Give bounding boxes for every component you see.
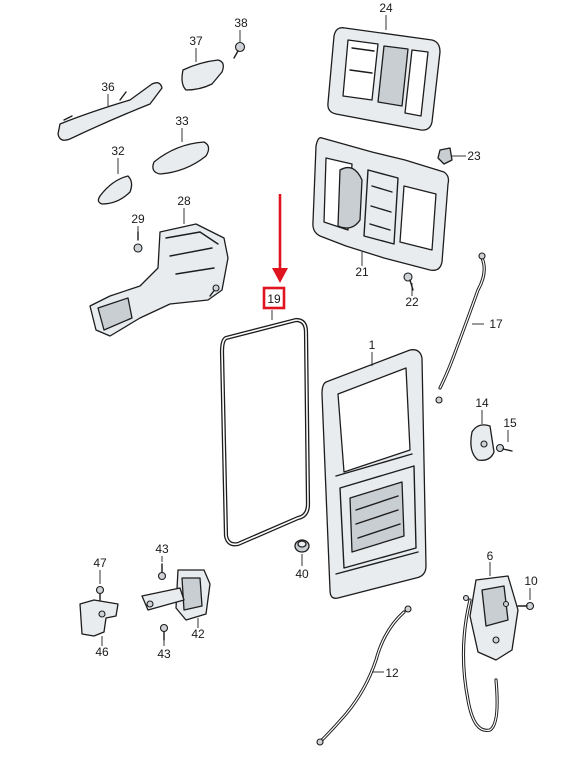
label-40: 40 xyxy=(295,567,309,581)
callout-labels: 24 38 37 36 33 23 32 28 29 21 19 22 17 1… xyxy=(93,1,538,680)
part-43-screw-lower[interactable] xyxy=(159,623,169,641)
part-36-outer-handle[interactable] xyxy=(57,82,163,141)
label-23: 23 xyxy=(467,149,481,163)
part-19-door-seal[interactable] xyxy=(219,317,311,547)
part-6-door-lock[interactable] xyxy=(461,575,519,732)
part-10-screw[interactable] xyxy=(517,601,535,611)
part-40-grommet[interactable] xyxy=(294,539,310,553)
part-23-clip[interactable] xyxy=(437,147,453,165)
highlight-arrow xyxy=(272,194,288,283)
part-32-cover[interactable] xyxy=(97,175,133,205)
label-22: 22 xyxy=(405,295,419,309)
label-32: 32 xyxy=(111,144,125,158)
part-12-cable[interactable] xyxy=(316,605,412,746)
label-33: 33 xyxy=(175,114,189,128)
part-43-screw-upper[interactable] xyxy=(157,563,167,581)
label-1: 1 xyxy=(369,338,376,352)
part-14-striker[interactable] xyxy=(470,424,495,461)
label-15: 15 xyxy=(503,416,517,430)
part-28-handle-carrier[interactable] xyxy=(89,223,229,337)
label-43-upper: 43 xyxy=(155,542,169,556)
label-38: 38 xyxy=(234,16,248,30)
part-21-carrier-frame[interactable] xyxy=(312,137,450,271)
part-46-hinge-part[interactable] xyxy=(79,599,119,637)
part-38-screw[interactable] xyxy=(233,41,246,59)
label-6: 6 xyxy=(487,549,494,563)
label-17: 17 xyxy=(489,317,503,331)
label-29: 29 xyxy=(131,212,145,226)
part-33-cover[interactable] xyxy=(152,141,210,175)
part-15-screw[interactable] xyxy=(495,443,513,453)
label-37: 37 xyxy=(189,34,203,48)
part-37-handle-cap[interactable] xyxy=(181,59,224,91)
label-42: 42 xyxy=(191,627,205,641)
label-36: 36 xyxy=(101,80,115,94)
label-21: 21 xyxy=(355,265,369,279)
part-22-screw[interactable] xyxy=(403,272,414,291)
part-24-trim-frame[interactable] xyxy=(327,27,441,131)
part-1-door-panel[interactable] xyxy=(321,349,427,599)
label-28: 28 xyxy=(177,194,191,208)
label-24: 24 xyxy=(379,1,393,15)
label-10: 10 xyxy=(524,574,538,588)
label-46: 46 xyxy=(95,645,109,659)
label-12: 12 xyxy=(385,666,399,680)
part-42-door-check[interactable] xyxy=(141,569,211,621)
highlight-box-19 xyxy=(262,286,286,310)
part-17-cable[interactable] xyxy=(435,252,486,404)
part-47-screw[interactable] xyxy=(95,585,105,603)
label-43-lower: 43 xyxy=(157,647,171,661)
label-14: 14 xyxy=(475,396,489,410)
label-19: 19 xyxy=(267,292,281,306)
label-47: 47 xyxy=(93,556,107,570)
